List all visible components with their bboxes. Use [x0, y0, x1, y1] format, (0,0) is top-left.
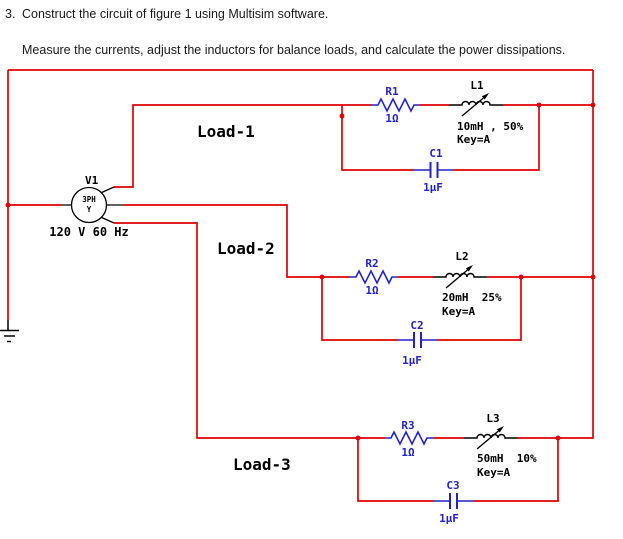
- L3-key-label: Key=A: [477, 466, 510, 479]
- resistor-R1: [371, 98, 421, 112]
- problem-statement: Construct the circuit of figure 1 using …: [22, 7, 329, 21]
- L1-ref-label: L1: [470, 79, 484, 92]
- R3-value-label: 1Ω: [401, 446, 415, 459]
- L2-key-label: Key=A: [442, 305, 475, 318]
- R2-value-label: 1Ω: [365, 284, 379, 297]
- R3-ref-label: R3: [401, 419, 414, 432]
- wire-load2-cap-branch: [321, 277, 522, 341]
- wire-neutral-right: [558, 70, 594, 439]
- source-rating-label: 120 V 60 Hz: [49, 225, 128, 239]
- inductor-L3: [463, 425, 519, 450]
- wire-load3-cap-branch: [357, 438, 559, 502]
- ground-symbol: [0, 320, 19, 343]
- wire-phase2: [123, 204, 350, 278]
- C3-ref-label: C3: [446, 479, 459, 492]
- problem-number: 3.: [5, 7, 16, 21]
- junction-dot: [555, 435, 561, 441]
- C1-value-label: 1µF: [423, 181, 443, 194]
- junction-dot: [590, 102, 596, 108]
- capacitor-C2: [396, 331, 439, 349]
- load1-title: Load-1: [197, 122, 255, 141]
- problem-instruction: Measure the currents, adjust the inducto…: [22, 43, 566, 57]
- C1-ref-label: C1: [429, 147, 443, 160]
- resistor-R3: [384, 431, 434, 445]
- junction-dot: [590, 274, 596, 280]
- L1-value-label: 10mH , 50%: [457, 120, 524, 133]
- capacitor-C1: [413, 161, 455, 179]
- capacitor-C3: [432, 492, 475, 510]
- source-config-label: Y: [87, 205, 92, 214]
- L2-value-label: 20mH 25%: [442, 291, 502, 304]
- L3-value-label: 50mH 10%: [477, 452, 537, 465]
- junction-dot: [518, 274, 524, 280]
- junction-dot: [536, 102, 542, 108]
- wire-phase1: [114, 104, 372, 188]
- L1-key-label: Key=A: [457, 133, 490, 146]
- source-leads: [62, 186, 123, 224]
- wire-phase3: [114, 222, 385, 439]
- junction-dot: [5, 202, 11, 208]
- C2-ref-label: C2: [410, 319, 423, 332]
- load2-title: Load-2: [217, 239, 275, 258]
- junction-dot: [339, 113, 345, 119]
- load3-title: Load-3: [233, 455, 291, 474]
- L2-ref-label: L2: [455, 250, 468, 263]
- junction-dot: [319, 274, 325, 280]
- resistor-R2: [349, 270, 399, 284]
- R1-value-label: 1Ω: [385, 112, 399, 125]
- inductor-L2: [432, 264, 488, 289]
- three-phase-source: V1 3PH Y 120 V 60 Hz: [49, 174, 128, 239]
- C3-value-label: 1µF: [439, 512, 459, 525]
- source-circle: [70, 186, 108, 224]
- source-type-label: 3PH: [82, 195, 96, 204]
- L3-ref-label: L3: [486, 412, 499, 425]
- source-ref-label: V1: [85, 174, 99, 187]
- inductor-L1: [448, 92, 504, 117]
- junction-dot: [355, 435, 361, 441]
- wire-load1-cap-branch: [341, 105, 540, 171]
- R2-ref-label: R2: [365, 257, 378, 270]
- R1-ref-label: R1: [385, 85, 399, 98]
- C2-value-label: 1µF: [402, 354, 422, 367]
